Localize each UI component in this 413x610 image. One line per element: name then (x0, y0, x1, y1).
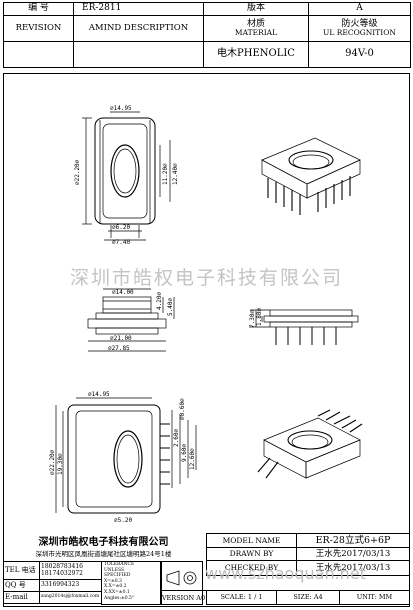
tel-value-2: 18174032972 (41, 569, 83, 577)
dim-top-6: ⌀7.40 (112, 239, 130, 246)
watermark-url: www.szhaoquan.net (205, 564, 366, 583)
tel-label: TEL 电话 (3, 561, 40, 580)
unit-label: UNIT: MM (339, 590, 410, 605)
version-cell: VERSION A0 (161, 590, 206, 606)
revision-cell (3, 41, 74, 68)
dim-bottom-7: 12.60⌀ (189, 448, 196, 470)
material-header: 材质 MATERIAL (203, 15, 309, 42)
scale-row: SCALE: 1 / 1 SIZE: A4 UNIT: MM (206, 590, 410, 605)
dim-bottom-4: 19.30⌀ (57, 453, 64, 475)
title-block: MODEL NAME ER-28立式6+6P DRAWN BY 王水先2017/… (206, 533, 410, 576)
checked-label: CHECKED BY (206, 560, 297, 576)
dim-top-5: ⌀6.20 (112, 224, 130, 231)
dim-front-3: 5.40⌀ (167, 298, 174, 316)
amend-label: AMIND DESCRIPTION (73, 15, 204, 42)
watermark: 深圳市皓权电子科技有限公司 (69, 267, 343, 289)
dim-front-1: ⌀14.00 (112, 289, 134, 296)
projection-symbol-icon (161, 561, 203, 605)
contacts-table: TEL 电话 18028783416 18174032972 QQ 号 3316… (3, 561, 102, 604)
email-label: E-mail (3, 591, 40, 604)
size-label: SIZE: A4 (276, 590, 340, 605)
tolerance-line: X.XX=±0.1 (104, 589, 130, 595)
dim-top-1: ⌀14.95 (110, 105, 132, 112)
dim-bottom-6: 9.60⌀ (181, 444, 188, 462)
drawing-frame (3, 73, 410, 607)
email-value: sang2014sj@foxmail.com (39, 591, 102, 604)
company-name: 深圳市皓权电子科技有限公司 (38, 537, 169, 548)
dim-bottom-2: ⌀0.60⌀ (179, 398, 186, 420)
iso-view-top (261, 137, 361, 215)
material-en: MATERIAL (234, 28, 278, 38)
front-view (87, 288, 175, 352)
dim-bottom-1: ⌀14.95 (88, 391, 110, 398)
qq-value: 3316994323 (39, 579, 102, 592)
material-value: 电木PHENOLIC (203, 41, 309, 68)
fire-value: 94V-0 (308, 41, 411, 68)
dim-top-3: 11.20⌀ (162, 163, 169, 185)
fire-header: 防火等级 UL RECOGNITION (308, 15, 411, 42)
company-address: 深圳市光明区凤凰街道塘尾社区塘明路24号1楼 (35, 550, 172, 558)
dim-top-2: ⌀22.20⌀ (74, 159, 81, 185)
tolerance-line: Angles:±0.5° (104, 595, 135, 601)
qq-label: QQ 号 (3, 579, 40, 592)
tolerance-block: TOLERANCE UNLESS SPECIFIED X=±0.3 X.X=±0… (101, 561, 161, 605)
dim-side-1: 7.30⌀ (249, 310, 256, 328)
dim-side-2: 1.80⌀ (256, 308, 263, 326)
model-value: ER-28立式6+6P (296, 533, 410, 548)
dim-top-4: 12.40⌀ (172, 163, 179, 185)
tel-values: 18028783416 18174032972 (39, 561, 102, 580)
side-view (250, 309, 359, 345)
model-label: MODEL NAME (206, 533, 297, 548)
drawn-label: DRAWN BY (206, 547, 297, 561)
bottom-view (55, 397, 197, 514)
tolerance-line: TOLERANCE (104, 562, 135, 567)
checked-value: 王水先2017/03/13 (296, 560, 410, 576)
dim-front-5: ⌀27.85 (108, 345, 130, 352)
amend-cell (73, 41, 204, 68)
dim-bottom-5: 2.60⌀ (173, 429, 180, 447)
dim-bottom-3: ⌀22.20⌀ (49, 449, 56, 475)
scale-label: SCALE: 1 / 1 (206, 590, 277, 605)
top-view (82, 111, 171, 241)
tolerance-line: UNLESS (104, 567, 125, 573)
iso-view-bottom (257, 409, 363, 479)
fire-cn: 防火等级 (341, 18, 378, 29)
tolerance-line: SPECIFIED (104, 573, 131, 579)
material-cn: 材质 (246, 18, 265, 29)
tolerance-line: X=±0.3 (104, 578, 122, 584)
fire-en: UL RECOGNITION (323, 28, 396, 38)
drawn-value: 王水先2017/03/13 (296, 547, 410, 561)
company-block: 深圳市皓权电子科技有限公司 深圳市光明区凤凰街道塘尾社区塘明路24号1楼 (5, 533, 202, 558)
header-table: 编 号 ER-2811 版本 A REVISION AMIND DESCRIPT… (3, 2, 411, 68)
dim-front-2: 4.20⌀ (156, 292, 163, 310)
tel-value-1: 18028783416 (41, 563, 83, 571)
dim-front-4: ⌀21.00 (110, 335, 132, 342)
dim-bottom-8: ⌀5.20 (114, 517, 132, 524)
tolerance-line: X.X=±0.2 (104, 584, 127, 590)
